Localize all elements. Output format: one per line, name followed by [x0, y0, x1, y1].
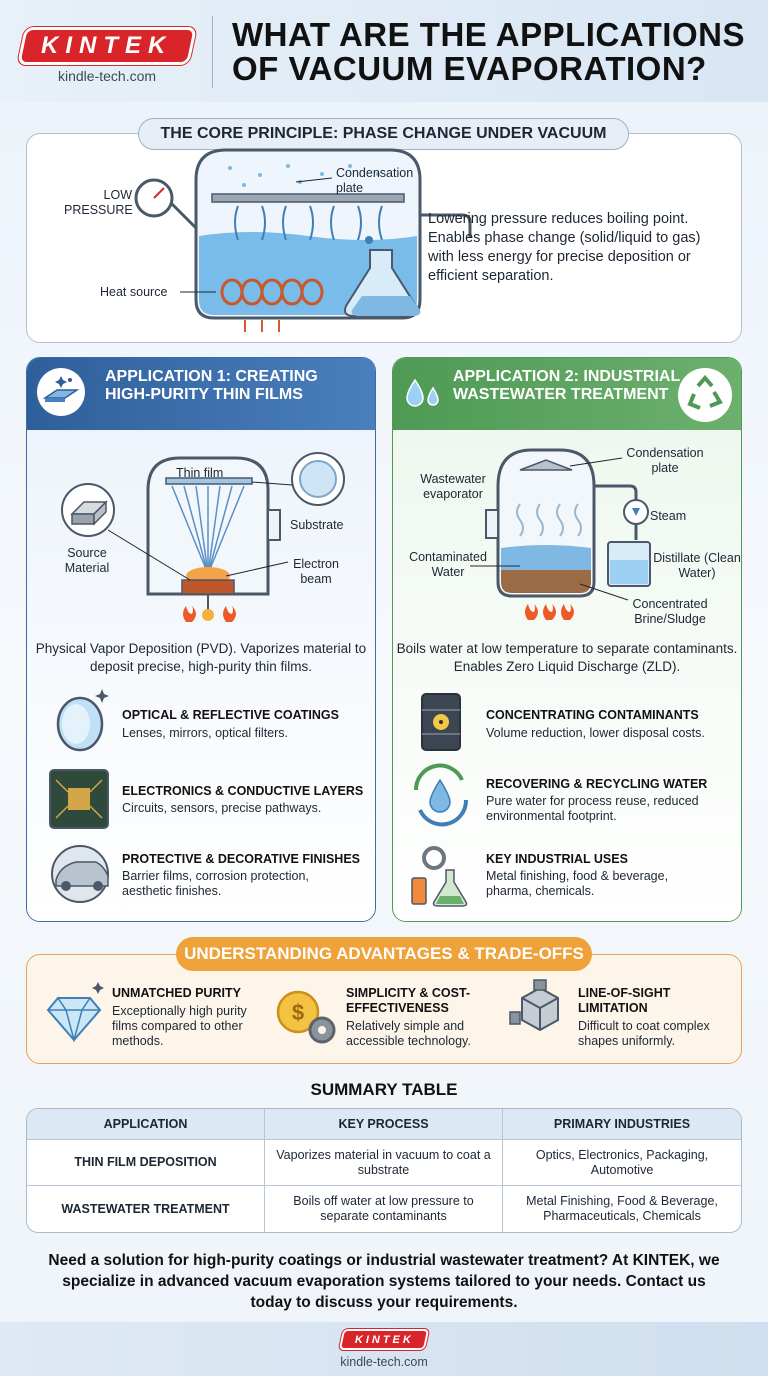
table-cell: Vaporizes material in vacuum to coat a s…	[265, 1140, 503, 1186]
app2-title: APPLICATION 2: INDUSTRIAL WASTEWATER TRE…	[453, 368, 680, 403]
app2-item-3-title: KEY INDUSTRIAL USES	[486, 852, 628, 866]
advantages-heading: UNDERSTANDING ADVANTAGES & TRADE-OFFS	[176, 937, 592, 971]
call-to-action: Need a solution for high-purity coatings…	[48, 1252, 720, 1311]
water-cycle-icon	[413, 763, 469, 827]
app1-title: APPLICATION 1: CREATING HIGH-PURITY THIN…	[105, 368, 318, 403]
app1-header: APPLICATION 1: CREATING HIGH-PURITY THIN…	[27, 358, 375, 430]
adv-2-title: SIMPLICITY & COST-EFFECTIVENESS	[346, 986, 471, 1015]
label-contaminated-water: Contaminated Water	[409, 550, 487, 579]
lens-icon	[56, 689, 109, 752]
car-icon	[51, 845, 109, 903]
table-cell: Optics, Electronics, Packaging, Automoti…	[503, 1140, 741, 1186]
label-condensation-plate: Condensation plate	[336, 166, 414, 195]
circuit-chip-icon	[49, 769, 109, 829]
svg-text:$: $	[292, 1000, 304, 1025]
header: KINTEK kindle-tech.com WHAT ARE THE APPL…	[0, 0, 768, 102]
app2-item-3-text: Metal finishing, food & beverage, pharma…	[486, 869, 669, 898]
heating-coil-shape	[220, 278, 324, 306]
brine-sludge-shape	[501, 570, 591, 593]
vapor-rays-shape	[171, 485, 245, 575]
evaporator-flames-icon	[525, 604, 574, 620]
substrate-icon	[299, 460, 337, 498]
label-distillate: Distillate (Clean Water)	[653, 551, 741, 580]
heat-arrows-shape	[244, 320, 280, 332]
diamond-icon	[46, 982, 104, 1043]
app1-item-2-title: ELECTRONICS & CONDUCTIVE LAYERS	[122, 784, 364, 798]
app1-description: Physical Vapor Deposition (PVD). Vaporiz…	[35, 641, 367, 674]
label-electron-beam: Electron beam	[293, 557, 339, 586]
footer: KINTEK kindle-tech.com	[0, 1322, 768, 1376]
flame-icons	[183, 606, 236, 622]
table-cell: Metal Finishing, Food & Beverage, Pharma…	[526, 1194, 718, 1223]
header-divider	[212, 16, 213, 88]
app2-header: APPLICATION 2: INDUSTRIAL WASTEWATER TRE…	[393, 358, 741, 430]
condensation-plate-shape	[211, 193, 405, 203]
summary-table: APPLICATION KEY PROCESS PRIMARY INDUSTRI…	[26, 1108, 742, 1233]
page-title: WHAT ARE THE APPLICATIONS OF VACUUM EVAP…	[232, 16, 745, 87]
app1-item-1-title: OPTICAL & REFLECTIVE COATINGS	[122, 708, 339, 722]
table-cell: WASTEWATER TREATMENT	[27, 1186, 265, 1232]
app2-item-1-title: CONCENTRATING CONTAMINANTS	[486, 708, 699, 722]
app1-item-3-text: Barrier films, corrosion protection, aes…	[122, 869, 309, 898]
cube-icon	[509, 979, 559, 1032]
table-cell: Boils off water at low pressure to separ…	[265, 1186, 503, 1232]
table-row: WASTEWATER TREATMENT Boils off water at …	[27, 1186, 741, 1232]
adv-1-title: UNMATCHED PURITY	[112, 986, 241, 1000]
steam-waves-shape	[516, 503, 582, 537]
label-thin-film: Thin film	[176, 466, 224, 480]
table-header-row: APPLICATION KEY PROCESS PRIMARY INDUSTRI…	[27, 1109, 741, 1140]
adv-1-text: Exceptionally high purity films compared…	[112, 1004, 247, 1048]
label-wastewater-evaporator: Wastewater evaporator	[420, 472, 486, 501]
adv-3-text: Difficult to coat complex shapes uniform…	[578, 1019, 710, 1048]
label-low-pressure: LOW PRESSURE	[64, 188, 133, 217]
app2-item-2-title: RECOVERING & RECYCLING WATER	[486, 777, 708, 791]
table-header: APPLICATION	[27, 1109, 265, 1140]
header-url[interactable]: kindle-tech.com	[58, 68, 157, 84]
coin-gear-icon: $	[276, 990, 336, 1044]
app1-item-2-text: Circuits, sensors, precise pathways.	[122, 801, 322, 815]
label-source-material: Source Material	[64, 546, 110, 575]
adv-2-text: Relatively simple and accessible technol…	[346, 1019, 471, 1048]
label-condensation-plate-2: Condensation plate	[626, 446, 704, 475]
electron-beam-icon	[202, 609, 214, 621]
summary-title: SUMMARY TABLE	[310, 1080, 458, 1099]
core-principle-text: Lowering pressure reduces boiling point.…	[428, 211, 701, 284]
table-row: THIN FILM DEPOSITION Vaporizes material …	[27, 1140, 741, 1186]
app2-item-2-text: Pure water for process reuse, reduced en…	[486, 794, 699, 823]
vapor-arrows-shape	[234, 205, 383, 241]
app2-item-1-text: Volume reduction, lower disposal costs.	[486, 726, 705, 740]
waste-barrel-icon	[421, 693, 461, 751]
advantages-panel	[26, 954, 742, 1064]
thin-film-icon	[37, 368, 85, 416]
contaminated-water-shape	[501, 545, 591, 570]
app1-item-3-title: PROTECTIVE & DECORATIVE FINISHES	[122, 852, 360, 866]
table-cell: THIN FILM DEPOSITION	[27, 1140, 265, 1186]
adv-3-title: LINE-OF-SIGHT LIMITATION	[578, 986, 671, 1015]
recycle-icon	[678, 368, 732, 422]
industry-icon	[411, 846, 468, 907]
footer-logo[interactable]: KINTEK	[341, 1331, 427, 1348]
app1-item-1-text: Lenses, mirrors, optical filters.	[122, 726, 289, 740]
app2-description: Boils water at low temperature to separa…	[396, 641, 738, 674]
source-material-icon	[61, 483, 115, 537]
table-header: KEY PROCESS	[265, 1109, 503, 1140]
vapor-dots-shape	[228, 164, 380, 187]
water-drops-icon	[403, 374, 443, 414]
footer-url[interactable]: kindle-tech.com	[340, 1355, 428, 1369]
label-heat-source: Heat source	[100, 285, 168, 299]
wastewater-plate-shape	[519, 459, 573, 471]
label-steam: Steam	[650, 509, 687, 523]
label-brine-sludge: Concentrated Brine/Sludge	[632, 597, 708, 626]
table-header: PRIMARY INDUSTRIES	[503, 1109, 741, 1140]
thin-film-shape	[165, 477, 253, 485]
label-substrate: Substrate	[290, 518, 344, 532]
core-principle-heading: THE CORE PRINCIPLE: PHASE CHANGE UNDER V…	[138, 118, 629, 150]
